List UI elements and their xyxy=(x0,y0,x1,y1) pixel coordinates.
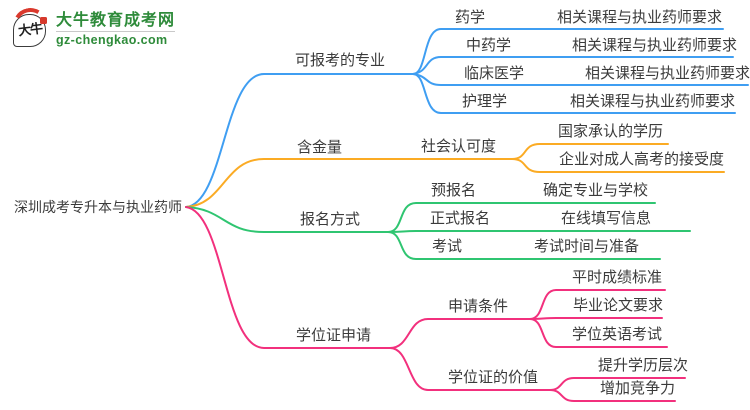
sub-node-social-recognition: 社会认可度 xyxy=(421,138,497,155)
leaf-node-fill-online-info: 在线填写信息 xyxy=(561,210,652,227)
leaf-node-tcm-req: 相关课程与执业药师要求 xyxy=(572,37,738,54)
sub-node-degree-value: 学位证的价值 xyxy=(448,369,539,386)
leaf-node-state-recognized: 国家承认的学历 xyxy=(558,123,664,140)
leaf-node-pharmacy-req: 相关课程与执业药师要求 xyxy=(557,9,723,26)
branch-lines-degree xyxy=(185,206,686,402)
branch-node-value: 含金量 xyxy=(297,139,343,156)
leaf-node-employer-acceptance: 企业对成人高考的接受度 xyxy=(559,151,725,168)
sub-node-nursing: 护理学 xyxy=(462,93,508,110)
sub-node-pre-registration: 预报名 xyxy=(431,182,477,199)
leaf-node-grade-standard: 平时成绩标准 xyxy=(572,269,663,286)
branch-node-degree-application: 学位证申请 xyxy=(296,327,372,344)
sub-node-pharmacy: 药学 xyxy=(455,9,486,26)
sub-node-formal-registration: 正式报名 xyxy=(430,210,491,227)
root-node: 深圳成考专升本与执业药师 xyxy=(14,199,182,215)
leaf-node-thesis-requirement: 毕业论文要求 xyxy=(573,297,664,314)
sub-node-tcm-pharmacy: 中药学 xyxy=(466,37,512,54)
leaf-node-exam-time-prep: 考试时间与准备 xyxy=(534,238,640,255)
logo-divider xyxy=(56,30,176,32)
site-logo[interactable]: 大牛 大牛教育成考网 gz-chengkao.com xyxy=(9,4,176,49)
branch-node-registration: 报名方式 xyxy=(300,211,361,228)
branch-lines-value xyxy=(185,143,725,208)
leaf-node-choose-major-school: 确定专业与学校 xyxy=(543,182,649,199)
leaf-node-clinical-req: 相关课程与执业药师要求 xyxy=(585,65,750,82)
branch-node-specialties: 可报考的专业 xyxy=(295,52,386,69)
leaf-node-raise-education-level: 提升学历层次 xyxy=(598,357,689,374)
sub-node-application-conditions: 申请条件 xyxy=(448,298,509,315)
leaf-node-degree-english-exam: 学位英语考试 xyxy=(572,326,663,343)
logo-domain: gz-chengkao.com xyxy=(56,32,168,47)
leaf-node-increase-competitiveness: 增加竞争力 xyxy=(600,380,676,397)
sub-node-clinical-medicine: 临床医学 xyxy=(464,65,525,82)
logo-speech-bubble-icon: 大牛 xyxy=(9,4,52,49)
leaf-node-nursing-req: 相关课程与执业药师要求 xyxy=(570,93,736,110)
sub-node-exam: 考试 xyxy=(432,238,463,255)
branch-lines-registration xyxy=(185,202,691,260)
branch-lines-specialties xyxy=(185,28,749,208)
logo-seal-icon xyxy=(40,17,47,24)
logo-brand-name: 大牛教育成考网 xyxy=(56,11,176,29)
